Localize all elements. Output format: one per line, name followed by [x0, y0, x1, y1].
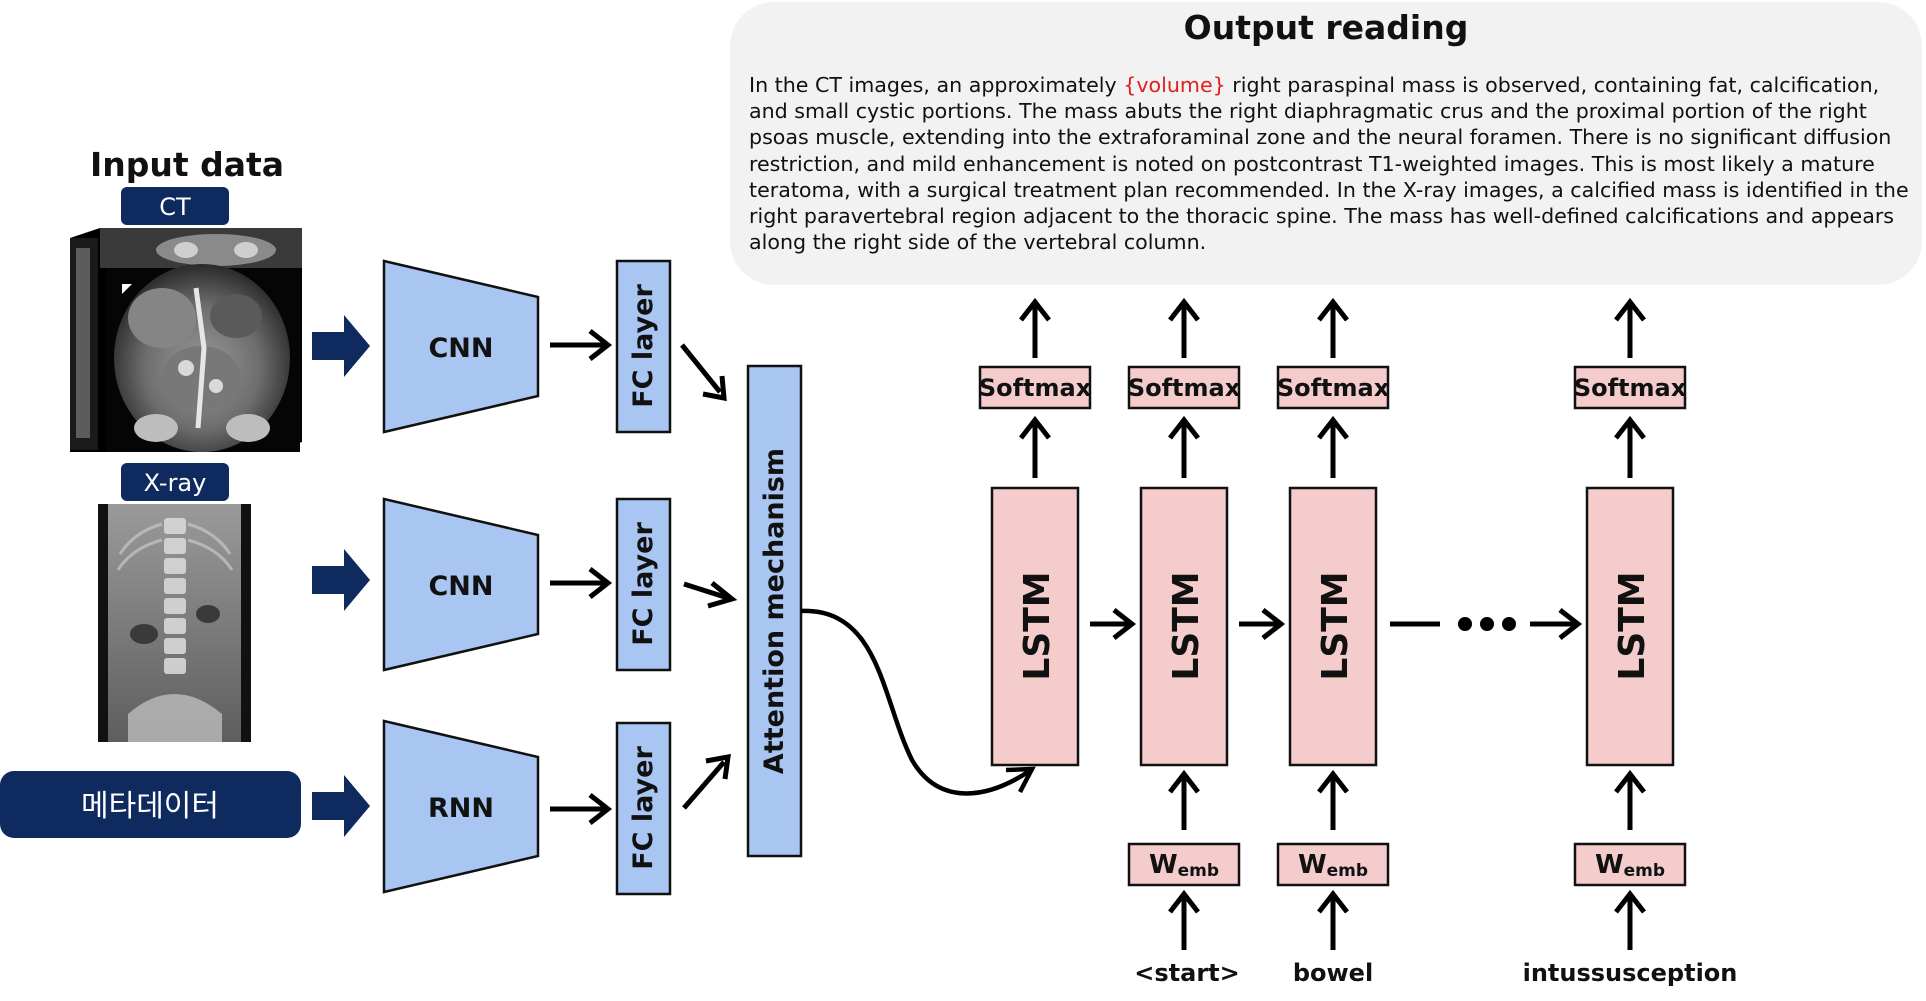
up-arrows-group [1019, 297, 1646, 950]
arrow-fc2-to-attention [683, 581, 729, 601]
softmax-2-label: Softmax [1128, 374, 1241, 402]
lstm-cell-4-label: LSTM [1612, 571, 1653, 680]
fc-layer-3 [615, 721, 672, 896]
cnn-ct-label: CNN [428, 333, 493, 364]
output-text-part-1: In the CT images, an approximately [749, 73, 1124, 97]
wemb-2-main: W [1298, 850, 1327, 880]
lstm-cell-2 [1139, 486, 1229, 767]
xray-label-badge [121, 463, 229, 501]
arrow-head-2-icon [588, 567, 613, 599]
softmax-3-label: Softmax [1277, 374, 1390, 402]
softmax-2 [1127, 365, 1241, 410]
xray-label: X-ray [144, 469, 207, 497]
volume-placeholder: {volume} [1123, 73, 1226, 97]
rnn-meta-label: RNN [428, 793, 494, 824]
wemb-3 [1573, 842, 1687, 887]
output-reading-title: Output reading [1183, 8, 1469, 47]
softmax-1 [978, 365, 1092, 410]
softmax-3 [1276, 365, 1390, 410]
ellipsis-dot-2 [1480, 617, 1494, 631]
softmax-1-label: Softmax [979, 374, 1092, 402]
arrow-fc1-to-attention [680, 343, 722, 394]
arrow-head-7-icon [1005, 766, 1036, 794]
output-reading-text: In the CT images, an approximately {volu… [749, 72, 1919, 255]
cnn-ct-encoder [382, 259, 540, 434]
wemb-1-main: W [1149, 850, 1178, 880]
xray-image [98, 504, 251, 742]
cnn-xray-encoder [382, 497, 540, 672]
metadata-label: 메타데이터 [81, 789, 219, 824]
output-text-part-2: right paraspinal mass is observed, conta… [749, 73, 1909, 255]
arrow-head-5-icon [707, 581, 738, 609]
wemb-3-main: W [1595, 850, 1624, 880]
block-arrow-meta-icon [312, 775, 370, 837]
arrow-attention-to-lstm [800, 608, 1030, 796]
ct-label-badge [121, 187, 229, 225]
attention-mechanism-label: Attention mechanism [759, 448, 790, 774]
lstm-cell-1-label: LSTM [1017, 571, 1058, 680]
arrow-head-9-icon [1261, 608, 1286, 640]
fc-layer-1-label: FC layer [628, 284, 659, 408]
lstm-cell-1 [990, 486, 1080, 767]
lstm-cell-2-label: LSTM [1166, 571, 1207, 680]
wemb-2 [1276, 842, 1390, 887]
arrow-head-3-icon [588, 793, 613, 825]
arrow-head-8-icon [1112, 608, 1137, 640]
wemb-3-sub: emb [1624, 861, 1665, 881]
ellipsis-dot-1 [1458, 617, 1472, 631]
input-data-title: Input data [90, 145, 284, 184]
arrow-head-6-icon [705, 753, 731, 780]
softmax-4-label: Softmax [1574, 374, 1687, 402]
token-intussusception: intussusception [1523, 959, 1738, 987]
arrow-head-4-icon [702, 375, 727, 402]
wemb-2-sub: emb [1327, 861, 1368, 881]
ellipsis-dot-3 [1502, 617, 1516, 631]
wemb-1-label: Wemb [1149, 850, 1219, 881]
token-start: <start> [1134, 959, 1239, 987]
softmax-4 [1573, 365, 1687, 410]
block-arrow-xray-icon [312, 549, 370, 611]
cnn-xray-label: CNN [428, 571, 493, 602]
wemb-3-label: Wemb [1595, 850, 1665, 881]
rnn-meta-encoder [382, 719, 540, 894]
fc-layer-1 [615, 259, 672, 434]
ct-scan-image [66, 228, 302, 452]
metadata-badge [0, 771, 301, 838]
block-arrow-ct-icon [312, 315, 370, 377]
wemb-1-sub: emb [1178, 861, 1219, 881]
lstm-cell-4 [1585, 486, 1675, 767]
arrow-head-1-icon [588, 329, 613, 361]
fc-layer-2-label: FC layer [628, 522, 659, 646]
wemb-1 [1127, 842, 1241, 887]
wemb-2-label: Wemb [1298, 850, 1368, 881]
output-reading-panel [730, 2, 1922, 285]
fc-layer-3-label: FC layer [628, 746, 659, 870]
fc-layer-2 [615, 497, 672, 672]
arrow-head-10-icon [1558, 608, 1583, 640]
token-bowel: bowel [1293, 959, 1373, 987]
ct-label: CT [159, 193, 191, 221]
lstm-cell-3-label: LSTM [1315, 571, 1356, 680]
arrow-fc3-to-attention [682, 760, 726, 810]
lstm-cell-3 [1288, 486, 1378, 767]
